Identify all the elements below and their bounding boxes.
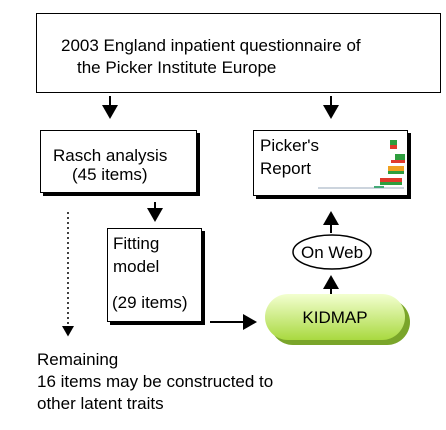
fitting-line-3: (29 items) [112,293,188,312]
pickers-line-2: Report [260,159,312,178]
remaining-line-1: Remaining [37,350,119,369]
remaining-line-3: other latent traits [37,394,164,413]
rasch-line-1: Rasch analysis [53,146,168,165]
fitting-model-box: Fitting model (29 items) [107,228,202,322]
pickers-report-box: Picker's Report [253,130,408,196]
kidmap-pill [265,294,405,340]
kidmap-label: KIDMAP [302,308,368,327]
source-line-1: 2003 England inpatient questionnaire of [61,36,361,55]
on-web-label: On Web [300,243,364,262]
source-box: 2003 England inpatient questionnaire of … [36,13,441,93]
source-line-2: the Picker Institute Europe [77,58,277,77]
fitting-line-2: model [113,257,160,276]
pickers-line-1: Picker's [260,136,319,155]
rasch-analysis-box: Rasch analysis (45 items) [40,130,197,193]
report-mini-chart [318,140,405,189]
on-web-ellipse [292,234,372,270]
remaining-line-2: 16 items may be constructed to [37,372,274,391]
fitting-line-1: Fitting [113,234,160,253]
rasch-line-2: (45 items) [72,165,148,184]
